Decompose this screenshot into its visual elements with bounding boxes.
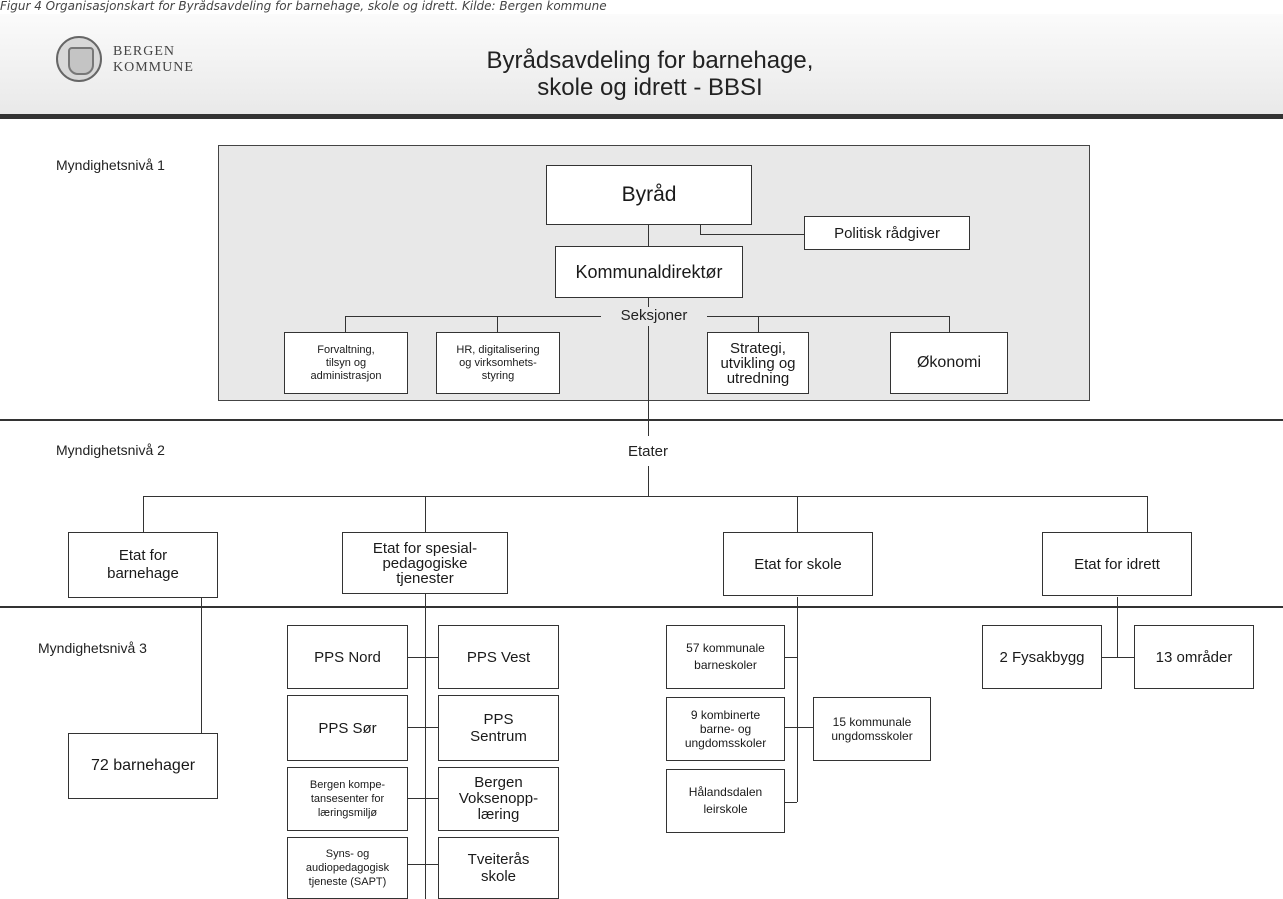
- connector: [408, 657, 438, 658]
- connector: [797, 496, 798, 532]
- connector: [345, 316, 601, 317]
- connector: [143, 496, 1147, 497]
- figure-caption: Figur 4 Organisasjonskart for Byrådsavde…: [0, 0, 607, 13]
- haalandsdalen-box: Hålandsdalen leirskole: [666, 769, 785, 833]
- politisk-raadgiver-label: Politisk rådgiver: [834, 224, 940, 242]
- kombinerte-box: 9 kombinerte barne- og ungdomsskoler: [666, 697, 785, 761]
- sapt-label: Syns- og audiopedagogisk tjeneste (SAPT): [305, 848, 390, 888]
- pps-sentrum-label: PPS Sentrum: [470, 711, 527, 745]
- connector: [785, 802, 797, 803]
- connector: [785, 727, 813, 728]
- section-forvaltning-box: Forvaltning, tilsyn og administrasjon: [284, 332, 408, 394]
- bergen-kompetansesenter-box: Bergen kompe- tansesenter for læringsmil…: [287, 767, 408, 831]
- header-rule: [0, 114, 1283, 119]
- connector: [648, 326, 649, 436]
- connector: [425, 496, 426, 532]
- barneskoler-label: 57 kommunale barneskoler: [686, 641, 765, 672]
- level2-label: Myndighetsnivå 2: [56, 442, 165, 458]
- etat-idrett-box: Etat for idrett: [1042, 532, 1192, 596]
- etat-barnehage-label: Etat for barnehage: [107, 547, 179, 582]
- section-strategi-box: Strategi, utvikling og utredning: [707, 332, 809, 394]
- etat-spesialpedagogiske-label: Etat for spesial- pedagogiske tjenester: [372, 539, 478, 587]
- page-title: Byrådsavdeling for barnehage, skole og i…: [486, 47, 814, 101]
- org-name: BERGEN KOMMUNE: [113, 44, 194, 75]
- etat-idrett-label: Etat for idrett: [1074, 555, 1160, 573]
- kommunaldirektor-label: Kommunaldirektør: [575, 261, 723, 282]
- connector: [408, 727, 438, 728]
- connector: [785, 657, 797, 658]
- bergen-voksenopplaering-box: Bergen Voksenopp- læring: [438, 767, 559, 831]
- header-band: [0, 14, 1283, 114]
- bergen-voksenopplaering-label: Bergen Voksenopp- læring: [458, 774, 539, 823]
- connector: [1117, 597, 1118, 657]
- connector: [497, 316, 498, 332]
- connector: [700, 224, 701, 234]
- level1-label: Myndighetsnivå 1: [56, 157, 165, 173]
- level-separator-1: [0, 419, 1283, 421]
- pps-nord-box: PPS Nord: [287, 625, 408, 689]
- tveiteraas-box: Tveiterås skole: [438, 837, 559, 899]
- pps-sor-box: PPS Sør: [287, 695, 408, 761]
- fysakbygg-label: 2 Fysakbygg: [999, 648, 1085, 666]
- level-separator-2: [0, 606, 1283, 608]
- connector: [648, 224, 649, 246]
- barnehager-label: 72 barnehager: [90, 757, 196, 774]
- connector: [408, 798, 438, 799]
- bergen-coat-of-arms-logo: [56, 36, 102, 82]
- connector: [797, 597, 798, 802]
- kommunaldirektor-box: Kommunaldirektør: [555, 246, 743, 298]
- politisk-raadgiver-box: Politisk rådgiver: [804, 216, 970, 250]
- omraader-label: 13 områder: [1155, 648, 1233, 666]
- section-okonomi-box: Økonomi: [890, 332, 1008, 394]
- connector: [700, 234, 804, 235]
- kombinerte-label: 9 kombinerte barne- og ungdomsskoler: [684, 708, 767, 750]
- connector: [1147, 496, 1148, 532]
- pps-sor-label: PPS Sør: [318, 719, 377, 737]
- section-hr-box: HR, digitalisering og virksomhets- styri…: [436, 332, 560, 394]
- section-hr-label: HR, digitalisering og virksomhets- styri…: [456, 343, 540, 382]
- etat-skole-box: Etat for skole: [723, 532, 873, 596]
- barneskoler-box: 57 kommunale barneskoler: [666, 625, 785, 689]
- pps-nord-label: PPS Nord: [314, 648, 381, 666]
- etat-barnehage-box: Etat for barnehage: [68, 532, 218, 598]
- bergen-kompetansesenter-label: Bergen kompe- tansesenter for læringsmil…: [309, 779, 386, 819]
- pps-vest-box: PPS Vest: [438, 625, 559, 689]
- connector: [425, 593, 426, 899]
- haalandsdalen-label: Hålandsdalen leirskole: [688, 785, 763, 816]
- tveiteraas-label: Tveiterås skole: [467, 851, 530, 885]
- connector: [201, 597, 202, 733]
- pps-vest-label: PPS Vest: [466, 648, 531, 666]
- ungdomsskoler-box: 15 kommunale ungdomsskoler: [813, 697, 931, 761]
- section-strategi-label: Strategi, utvikling og utredning: [720, 339, 796, 387]
- sapt-box: Syns- og audiopedagogisk tjeneste (SAPT): [287, 837, 408, 899]
- byraad-label: Byråd: [621, 183, 677, 206]
- section-forvaltning-label: Forvaltning, tilsyn og administrasjon: [310, 343, 382, 382]
- connector: [648, 297, 649, 309]
- connector: [707, 316, 949, 317]
- byraad-box: Byråd: [546, 165, 752, 225]
- connector: [758, 316, 759, 332]
- etater-label: Etater: [627, 443, 669, 460]
- connector: [408, 864, 438, 865]
- ungdomsskoler-label: 15 kommunale ungdomsskoler: [831, 715, 913, 743]
- connector: [1102, 657, 1134, 658]
- section-okonomi-label: Økonomi: [916, 354, 982, 371]
- connector: [648, 466, 649, 496]
- level3-label: Myndighetsnivå 3: [38, 640, 147, 656]
- connector: [345, 316, 346, 332]
- connector: [143, 496, 144, 532]
- omraader-box: 13 områder: [1134, 625, 1254, 689]
- seksjoner-label: Seksjoner: [601, 307, 707, 324]
- etat-spesialpedagogiske-box: Etat for spesial- pedagogiske tjenester: [342, 532, 508, 594]
- barnehager-box: 72 barnehager: [68, 733, 218, 799]
- fysakbygg-box: 2 Fysakbygg: [982, 625, 1102, 689]
- connector: [949, 316, 950, 332]
- etat-skole-label: Etat for skole: [754, 555, 842, 573]
- pps-sentrum-box: PPS Sentrum: [438, 695, 559, 761]
